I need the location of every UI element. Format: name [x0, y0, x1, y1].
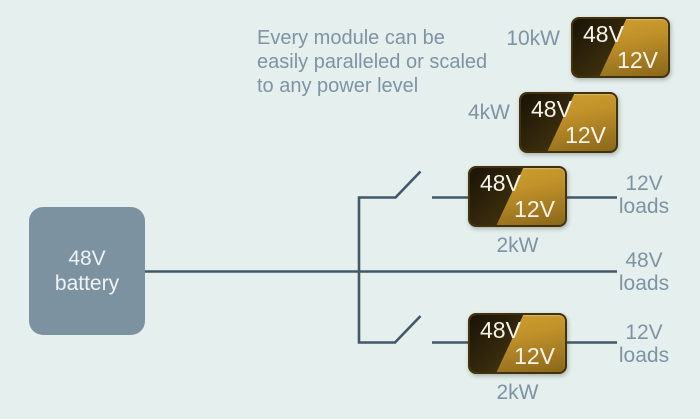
caption-line: easily paralleled or scaled — [257, 51, 488, 73]
load-word: loads — [618, 195, 670, 218]
caption-text: Every module can be easily paralleled or… — [257, 26, 497, 98]
module-input-voltage-label: 48V — [480, 317, 521, 343]
module-input-voltage-label: 48V — [531, 96, 572, 122]
module-output-voltage-label: 12V — [565, 122, 606, 148]
module-output-voltage-label: 12V — [617, 47, 658, 73]
switch-blade-top-icon — [394, 170, 422, 199]
power-rating-label-4kw: 4kW — [468, 101, 510, 124]
converter-module-2kw-top: 48V 12V — [468, 166, 567, 227]
power-rating-label-2kw-bottom: 2kW — [496, 381, 539, 404]
converter-module-4kw: 48V 12V — [519, 92, 618, 153]
module-input-voltage-label: 48V — [583, 21, 624, 47]
branch-bus-wire — [357, 196, 396, 344]
power-rating-label-2kw-top: 2kW — [496, 234, 539, 257]
converter-module-10kw: 48V 12V — [571, 17, 670, 78]
load-voltage: 48V — [625, 249, 663, 272]
battery-box: 48V battery — [29, 207, 145, 335]
load-voltage: 12V — [625, 321, 663, 344]
module-output-voltage-label: 12V — [514, 196, 555, 222]
power-rating-label-10kw: 10kW — [506, 27, 560, 50]
load-label-12v-bottom: 12V loads — [613, 321, 675, 367]
module-output-voltage-label: 12V — [514, 343, 555, 369]
load-voltage: 12V — [625, 172, 663, 195]
load-label-48v: 48V loads — [613, 249, 675, 295]
load-label-12v-top: 12V loads — [613, 172, 675, 218]
battery-voltage-label: 48V — [68, 247, 106, 270]
module-input-voltage-label: 48V — [480, 170, 521, 196]
load-word: loads — [618, 344, 670, 367]
switch-blade-bottom-icon — [394, 315, 422, 344]
load-word: loads — [618, 272, 670, 295]
converter-module-2kw-bottom: 48V 12V — [468, 313, 567, 374]
caption-line: Every module can be — [257, 27, 445, 49]
battery-name-label: battery — [54, 272, 120, 295]
caption-line: to any power level — [257, 75, 419, 97]
